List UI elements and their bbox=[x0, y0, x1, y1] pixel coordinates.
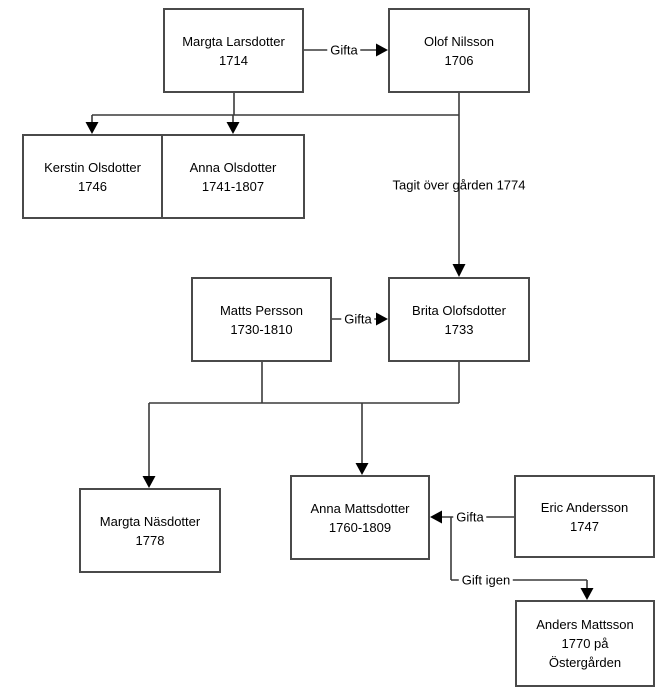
person-name: Anna Olsdotter bbox=[189, 159, 277, 175]
person-place: Östergården bbox=[548, 655, 622, 670]
node-kerstin-olsdotter: Kerstin Olsdotter 1746 bbox=[22, 134, 163, 219]
label-tagit-over-garden: Tagit över gården 1774 bbox=[392, 177, 526, 193]
node-anna-olsdotter: Anna Olsdotter 1741-1807 bbox=[161, 134, 305, 219]
person-years: 1733 bbox=[444, 321, 474, 337]
person-years: 1730-1810 bbox=[230, 321, 293, 337]
label-gifta-bottom: Gifta bbox=[453, 509, 487, 525]
person-years: 1714 bbox=[219, 52, 248, 68]
person-years: 1706 bbox=[444, 52, 474, 68]
node-anna-mattsdotter: Anna Mattsdotter 1760-1809 bbox=[290, 475, 430, 560]
connector-matts-brita-children bbox=[142, 362, 460, 488]
connector-margta-larsdotter-children bbox=[85, 93, 459, 134]
node-olof-nilsson: Olof Nilsson 1706 bbox=[388, 8, 530, 93]
node-matts-persson: Matts Persson 1730-1810 bbox=[191, 277, 332, 362]
person-name: Eric Andersson bbox=[540, 499, 629, 515]
node-margta-larsdotter: Margta Larsdotter 1714 bbox=[163, 8, 304, 93]
label-gift-igen: Gift igen bbox=[458, 572, 514, 588]
node-eric-andersson: Eric Andersson 1747 bbox=[514, 475, 655, 558]
label-gifta-top: Gifta bbox=[327, 42, 361, 58]
person-name: Olof Nilsson bbox=[423, 33, 495, 49]
person-name: Kerstin Olsdotter bbox=[44, 159, 141, 175]
person-years: 1760-1809 bbox=[328, 519, 392, 535]
person-years: 1770 på bbox=[561, 636, 609, 651]
person-name: Matts Persson bbox=[219, 302, 304, 318]
node-margta-nasdotter: Margta Näsdotter 1778 bbox=[79, 488, 221, 573]
person-name: Anders Mattsson bbox=[536, 617, 634, 632]
person-name: Brita Olofsdotter bbox=[412, 302, 506, 318]
label-gifta-middle: Gifta bbox=[341, 311, 375, 327]
node-anders-mattsson: Anders Mattsson 1770 på Östergården bbox=[515, 600, 655, 687]
person-name: Anna Mattsdotter bbox=[310, 500, 410, 516]
person-years: 1778 bbox=[135, 532, 165, 548]
node-brita-olofsdotter: Brita Olofsdotter 1733 bbox=[388, 277, 530, 362]
person-years: 1746 bbox=[78, 178, 107, 194]
person-name: Margta Larsdotter bbox=[182, 33, 285, 49]
person-name: Margta Näsdotter bbox=[99, 513, 201, 529]
person-years: 1747 bbox=[570, 518, 599, 534]
person-years: 1741-1807 bbox=[201, 178, 265, 194]
